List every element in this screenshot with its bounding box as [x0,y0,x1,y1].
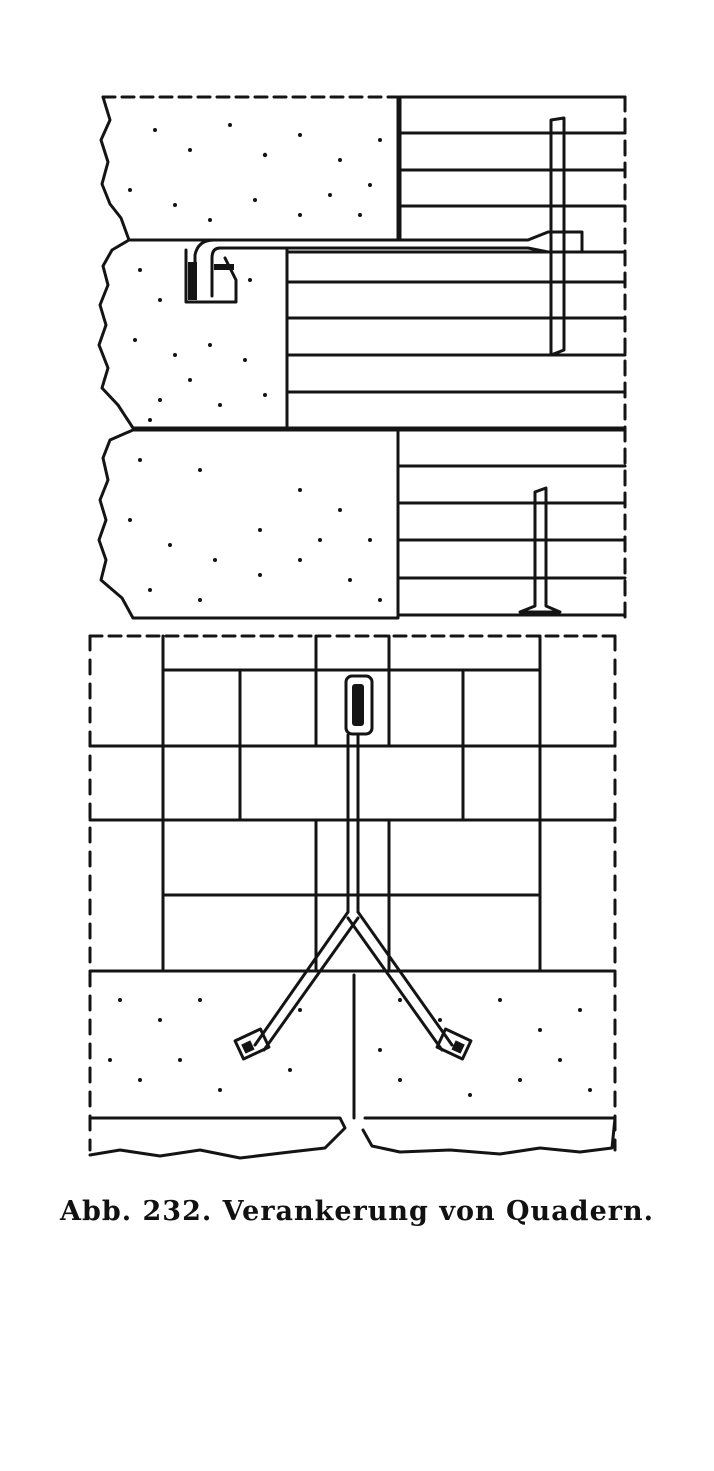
cramp-lead-pocket [184,248,238,304]
y-anchor-stem [346,733,360,914]
cramp-anchor-rod [193,230,584,298]
y-anchor-left-foot-fill [241,1040,255,1054]
brick-courses-upper [398,95,627,242]
ashlar-block-2 [97,238,289,430]
brick-courses-lower [396,428,627,617]
ashlar-block-lower-right [361,1116,617,1156]
ashlar-block-lower [88,1116,347,1160]
y-anchor-head [344,674,374,736]
y-anchor-right-foot [435,1027,473,1061]
y-anchor-left-arm [253,910,360,1052]
y-anchor-left-foot [233,1027,271,1061]
stone-stipple [108,123,592,1097]
ashlar-block-1 [99,95,400,242]
vertical-anchor-bolt-upper [549,116,566,357]
brick-bond-pattern [88,634,617,973]
vertical-dowel-lower [518,486,562,614]
cramp-lead-fill-right [214,264,234,270]
y-anchor-right-foot-fill [451,1040,465,1054]
figure-caption: Abb. 232. Verankerung von Quadern. [60,1196,654,1227]
y-anchor-right-arm [346,910,454,1052]
brick-courses-middle [285,250,627,430]
y-anchor-head-fill [352,684,364,726]
ashlar-block-3 [97,428,400,620]
cramp-lead-fill [188,262,197,300]
